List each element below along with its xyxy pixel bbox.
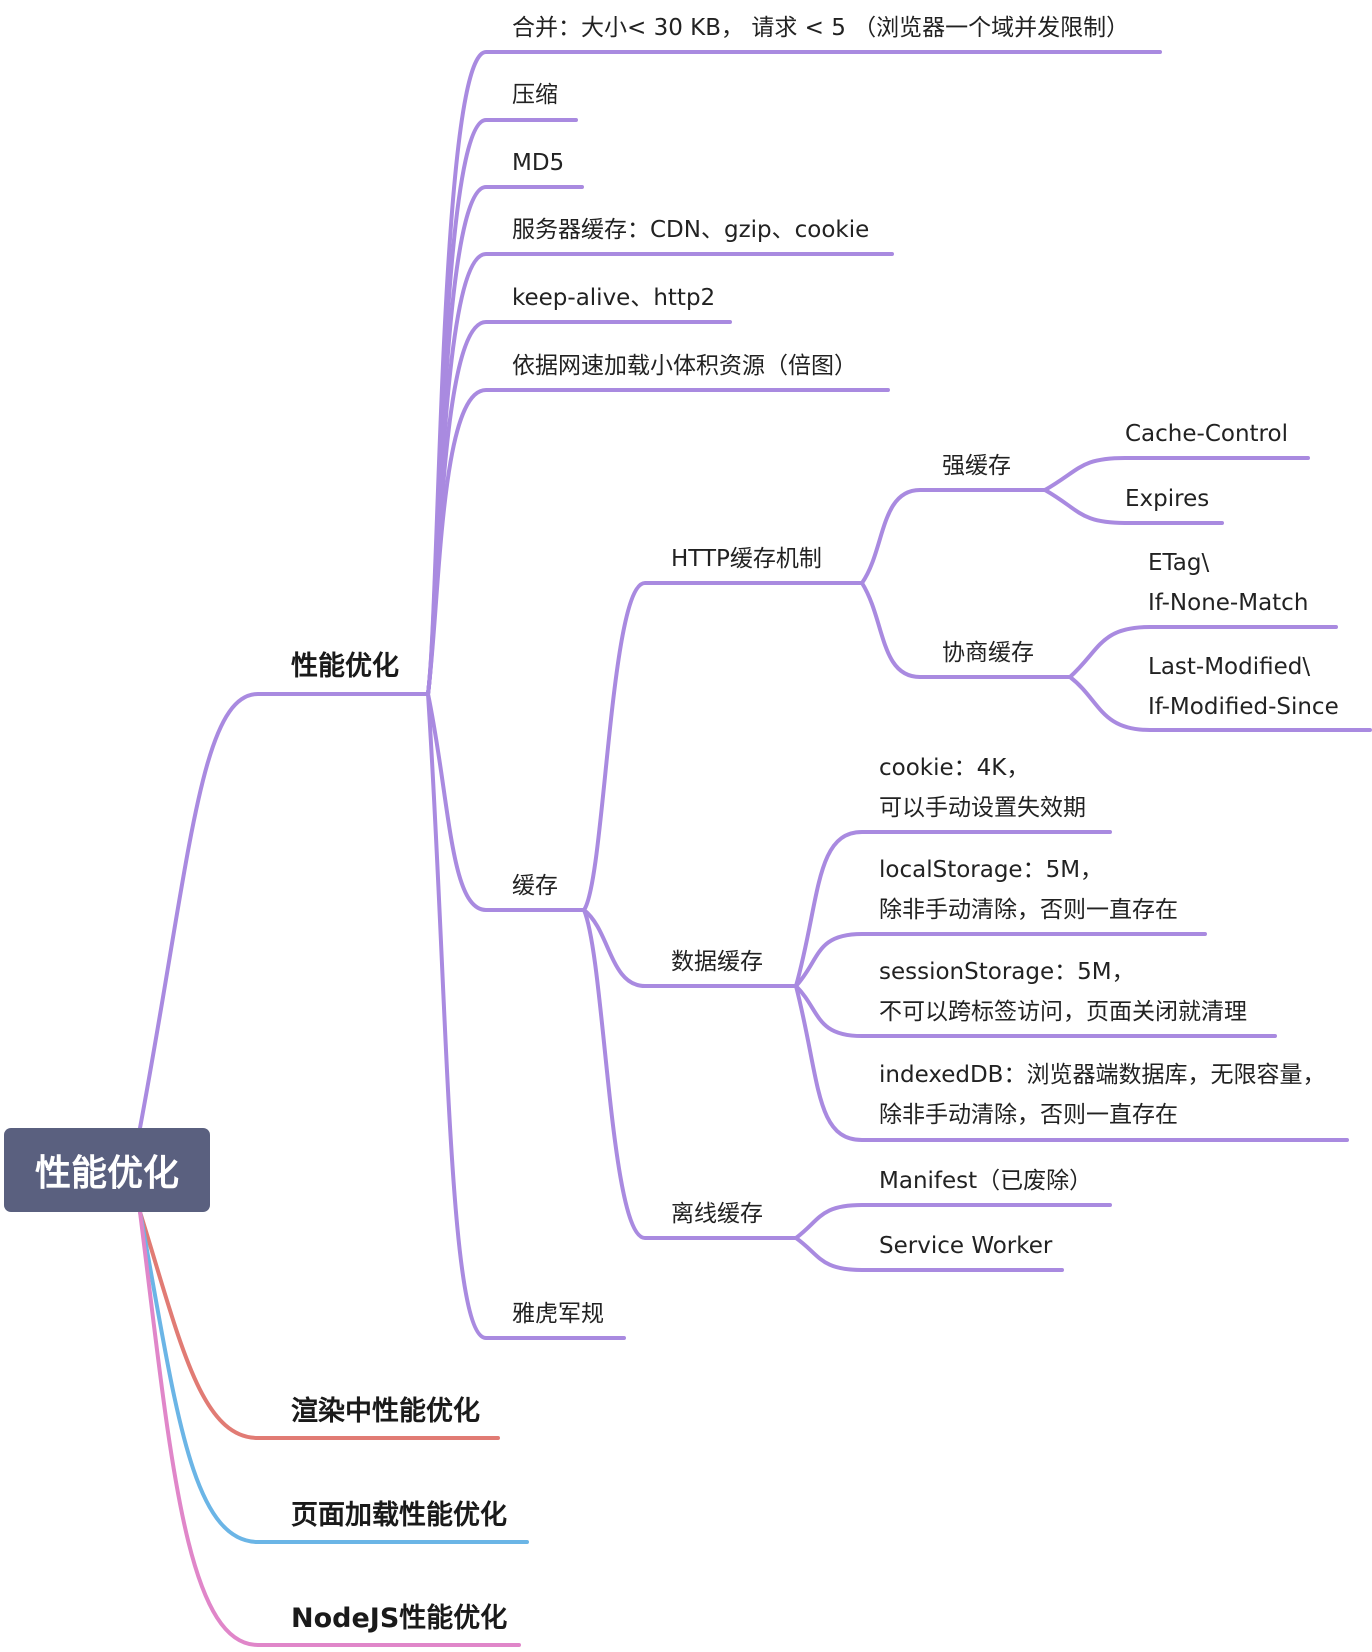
topic-merge[interactable]: 合并：大小< 30 KB， 请求 < 5 （浏览器一个域并发限制） — [512, 15, 1130, 41]
topic-localstorage-line1[interactable]: localStorage：5M， — [879, 857, 1104, 883]
topic-expires[interactable]: Expires — [1125, 486, 1210, 512]
topic-sessionstorage-line2[interactable]: 不可以跨标签访问，页面关闭就清理 — [879, 999, 1247, 1025]
topic-cache-control[interactable]: Cache-Control — [1125, 421, 1288, 447]
root-topic[interactable]: 性能优化 — [4, 1128, 210, 1212]
topic-etag-line2[interactable]: If-None-Match — [1148, 590, 1309, 616]
topic-lastmod-line1[interactable]: Last-Modified\ — [1148, 654, 1311, 680]
topic-cache[interactable]: 缓存 — [512, 873, 558, 899]
topic-render[interactable]: 渲染中性能优化 — [291, 1396, 480, 1427]
topic-cookie-line2[interactable]: 可以手动设置失效期 — [879, 795, 1086, 821]
topic-cookie-line1[interactable]: cookie：4K， — [879, 755, 1030, 781]
topic-pageload[interactable]: 页面加载性能优化 — [291, 1500, 507, 1531]
topic-compress[interactable]: 压缩 — [512, 82, 558, 108]
topic-manifest[interactable]: Manifest（已废除） — [879, 1168, 1093, 1194]
topic-sessionstorage-line1[interactable]: sessionStorage：5M， — [879, 959, 1135, 985]
topic-yahoo[interactable]: 雅虎军规 — [512, 1301, 604, 1327]
topic-etag-line1[interactable]: ETag\ — [1148, 550, 1210, 576]
topic-nodejs[interactable]: NodeJS性能优化 — [291, 1603, 508, 1634]
topic-indexeddb-line1[interactable]: indexedDB：浏览器端数据库，无限容量， — [879, 1062, 1326, 1088]
topic-http-cache[interactable]: HTTP缓存机制 — [671, 546, 822, 572]
topic-perf[interactable]: 性能优化 — [291, 651, 399, 682]
topic-indexeddb-line2[interactable]: 除非手动清除，否则一直存在 — [879, 1102, 1178, 1128]
topic-server-cache[interactable]: 服务器缓存：CDN、gzip、cookie — [512, 217, 870, 243]
topic-strong-cache[interactable]: 强缓存 — [942, 453, 1011, 479]
topic-data-cache[interactable]: 数据缓存 — [671, 949, 763, 975]
topic-lastmod-line2[interactable]: If-Modified-Since — [1148, 694, 1339, 720]
topic-by-speed[interactable]: 依据网速加载小体积资源（倍图） — [512, 353, 857, 379]
topic-offline-cache[interactable]: 离线缓存 — [671, 1201, 763, 1227]
topic-localstorage-line2[interactable]: 除非手动清除，否则一直存在 — [879, 897, 1178, 923]
topic-service-worker[interactable]: Service Worker — [879, 1233, 1053, 1259]
topic-keepalive[interactable]: keep-alive、http2 — [512, 285, 716, 311]
topic-negotiate-cache[interactable]: 协商缓存 — [942, 640, 1034, 666]
topic-md5[interactable]: MD5 — [512, 150, 565, 176]
root-topic-label: 性能优化 — [34, 1153, 179, 1194]
